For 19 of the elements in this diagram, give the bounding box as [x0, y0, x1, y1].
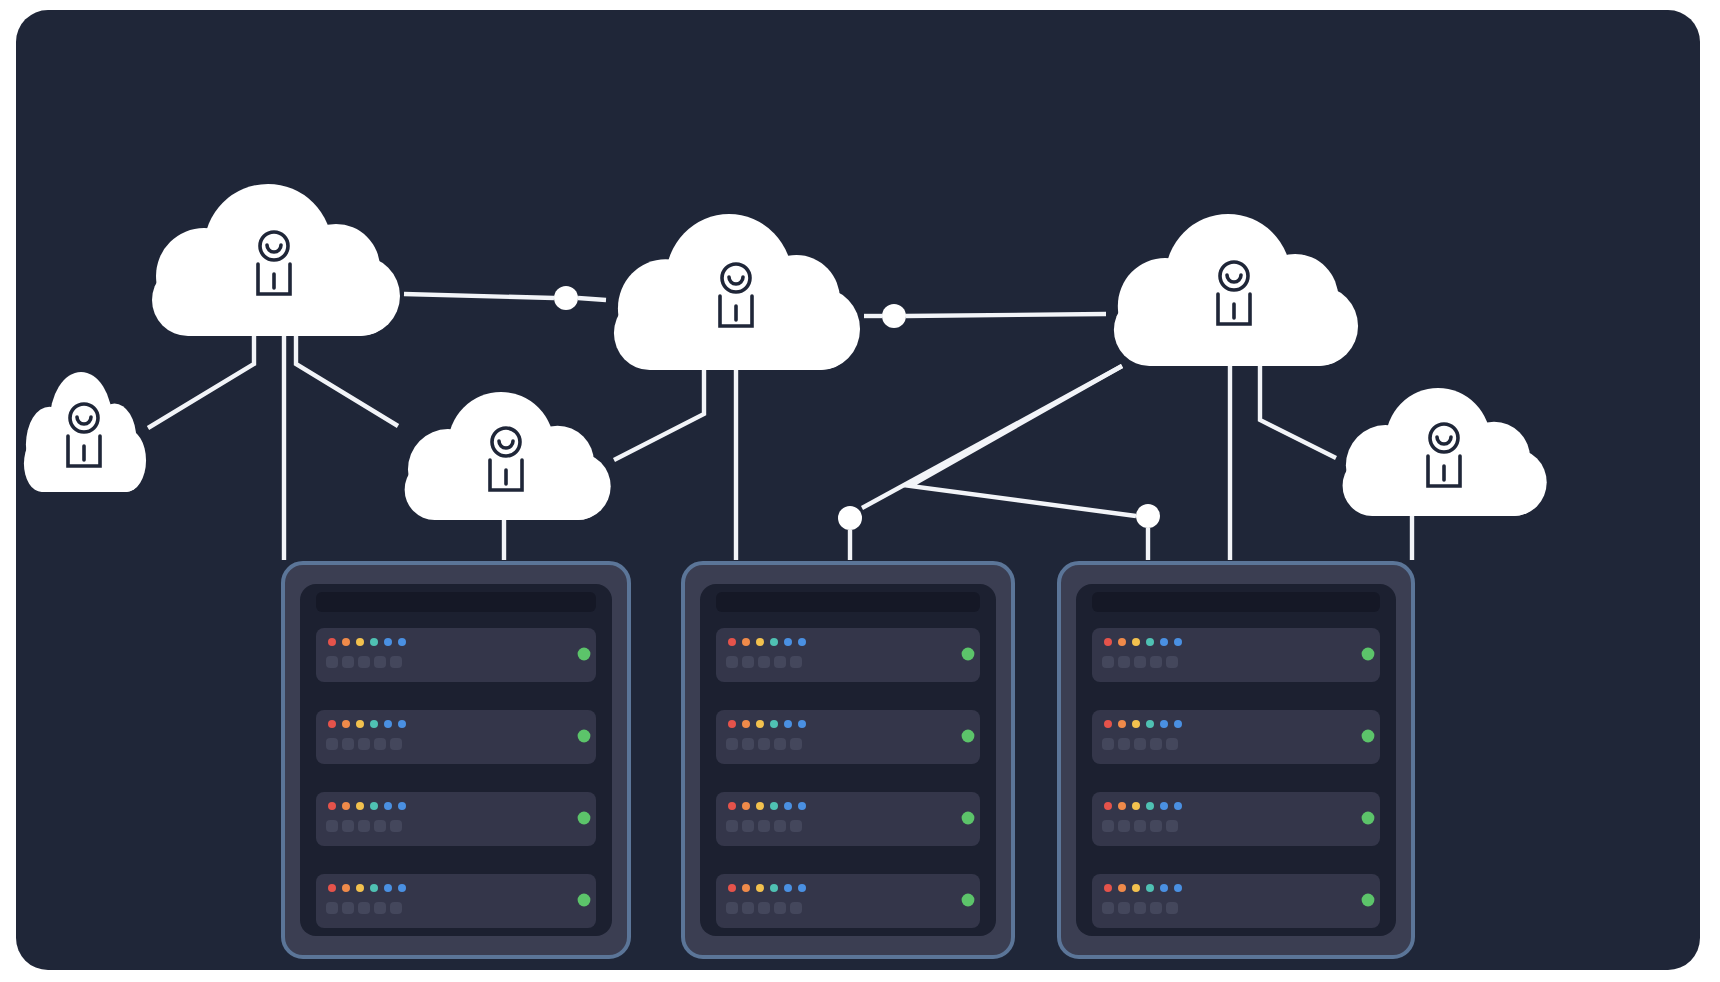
server-rack-drawing [680, 560, 1016, 960]
connector-line [847, 530, 853, 560]
connector-line [905, 311, 1107, 319]
connector-line [733, 370, 739, 560]
connector-line [146, 336, 257, 430]
connector-line [1227, 366, 1233, 560]
connector-line [577, 295, 607, 303]
connector-line [903, 364, 1137, 519]
connector-line [1145, 528, 1151, 560]
connector-line [403, 291, 555, 301]
connector-line [281, 336, 287, 560]
connector-line [293, 336, 400, 428]
connector-line [613, 370, 707, 462]
connector-line [864, 313, 882, 319]
server-rack-drawing [1056, 560, 1416, 960]
connector-line [1257, 366, 1337, 460]
connector-line [1409, 516, 1415, 560]
server-rack-drawing [280, 560, 632, 960]
connector-line [501, 520, 507, 560]
